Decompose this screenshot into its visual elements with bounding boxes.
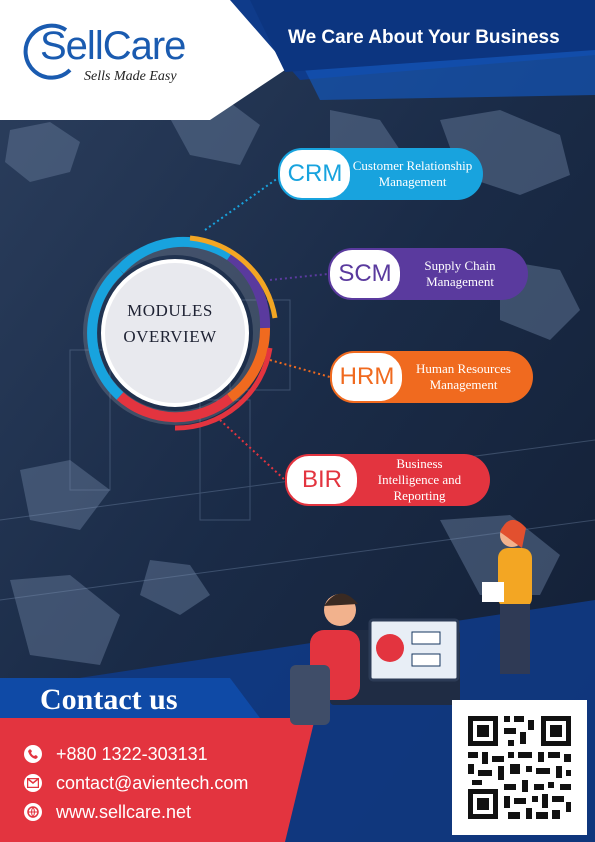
globe-icon xyxy=(24,803,42,821)
logo-tagline: Sells Made Easy xyxy=(84,69,177,84)
module-bir-description: Business Intelligence and Reporting xyxy=(377,456,462,503)
contact-email: contact@avientech.com xyxy=(56,772,249,793)
modules-title: MODULES OVERVIEW xyxy=(123,301,217,346)
module-crm: CRM Customer Relationship Management xyxy=(278,148,483,200)
contact-email-row[interactable]: contact@avientech.com xyxy=(24,771,248,795)
module-scm-abbr: SCM xyxy=(328,248,402,300)
contact-website: www.sellcare.net xyxy=(56,801,192,822)
module-scm: SCM Supply Chain Management xyxy=(328,248,528,300)
contact-phone: +880 1322-303131 xyxy=(56,743,208,764)
qr-code xyxy=(452,700,587,835)
module-hrm-description: Human Resources Management xyxy=(416,361,511,392)
module-hrm-abbr: HRM xyxy=(330,351,404,403)
logo-swoosh-icon xyxy=(23,23,72,80)
module-hrm: HRM Human Resources Management xyxy=(330,351,533,403)
module-scm-description: Supply Chain Management xyxy=(424,258,496,289)
modules-ring xyxy=(83,235,278,431)
module-bir-abbr: BIR xyxy=(285,454,359,506)
phone-icon xyxy=(24,745,42,763)
email-icon xyxy=(24,774,42,792)
contact-phone-row[interactable]: +880 1322-303131 xyxy=(24,742,208,766)
header-slogan: We Care About Your Business xyxy=(288,27,560,48)
contact-title: Contact us xyxy=(40,683,178,716)
contact-website-row[interactable]: www.sellcare.net xyxy=(24,800,191,824)
office-illustration xyxy=(290,519,532,725)
module-crm-description: Customer Relationship Management xyxy=(352,158,473,189)
logo-text: SellCare xyxy=(40,24,186,68)
header-shapes xyxy=(0,0,595,120)
module-bir: BIR Business Intelligence and Reporting xyxy=(285,454,490,506)
qr-code-icon xyxy=(468,716,571,819)
module-crm-abbr: CRM xyxy=(278,148,352,200)
